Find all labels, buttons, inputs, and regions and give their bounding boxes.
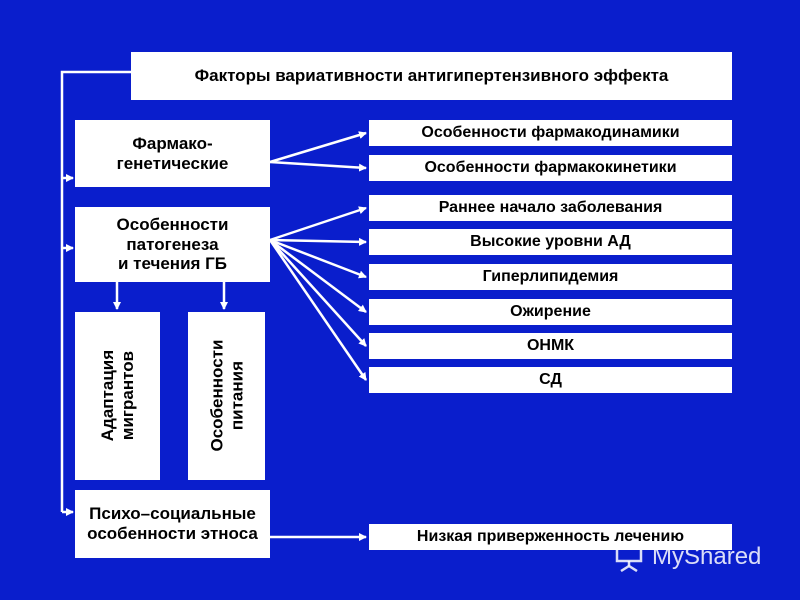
adaptation-line-1: Адаптация (97, 350, 117, 442)
pharmacokinetics-box: Особенности фармакокинетики (369, 155, 732, 181)
diagram-title: Факторы вариативности антигипертензивног… (131, 52, 732, 100)
diabetes-box: СД (369, 367, 732, 393)
early-onset-box: Раннее начало заболевания (369, 195, 732, 221)
psychosocial-line-1: Психо–социальные (89, 504, 256, 524)
arrow-to-early-onset (269, 206, 367, 242)
obesity-box: Ожирение (369, 299, 732, 325)
psychosocial-box: Психо–социальные особенности этноса (75, 490, 270, 558)
pharmacogenetic-line-2: генетические (116, 153, 229, 173)
pharmacodynamics-box: Особенности фармакодинамики (369, 120, 732, 146)
arrow-to-pharmacokinetics (269, 160, 367, 172)
pharmacogenetic-line-1: Фармако- (132, 133, 213, 153)
title-bus-line (60, 70, 131, 512)
arrow-to-onmk (269, 239, 367, 347)
hyperlipidemia-box: Гиперлипидемия (369, 264, 732, 290)
pathogenesis-line-2: патогенеза (126, 234, 219, 254)
pathogenesis-line-1: Особенности (116, 215, 229, 235)
arrow-to-diabetes (268, 239, 368, 381)
watermark-text: MyShared (652, 543, 762, 570)
arrow-to-pharmacodynamics (269, 131, 367, 164)
arrow-to-obesity (269, 239, 367, 313)
adaptation-line-2: мигрантов (117, 351, 137, 441)
psychosocial-line-2: особенности этноса (87, 524, 258, 543)
watermark: MyShared (612, 540, 761, 574)
nutrition-line-2: питания (226, 361, 246, 431)
adaptation-box: Адаптация мигрантов (75, 312, 160, 480)
low-adherence-box: Низкая приверженность лечению (369, 524, 732, 550)
pharmacogenetic-box: Фармако- генетические (75, 120, 270, 187)
arrow-to-hyperlipidemia (269, 238, 367, 279)
arrow-to-high-bp (269, 237, 367, 246)
pathogenesis-box: Особенности патогенеза и течения ГБ (75, 207, 270, 282)
pathogenesis-line-3: и течения ГБ (117, 254, 228, 274)
nutrition-box: Особенности питания (188, 312, 265, 480)
high-bp-box: Высокие уровни АД (369, 229, 732, 255)
onmk-box: ОНМК (369, 333, 732, 359)
nutrition-line-1: Особенности (206, 340, 226, 452)
presentation-board-icon (615, 543, 643, 572)
